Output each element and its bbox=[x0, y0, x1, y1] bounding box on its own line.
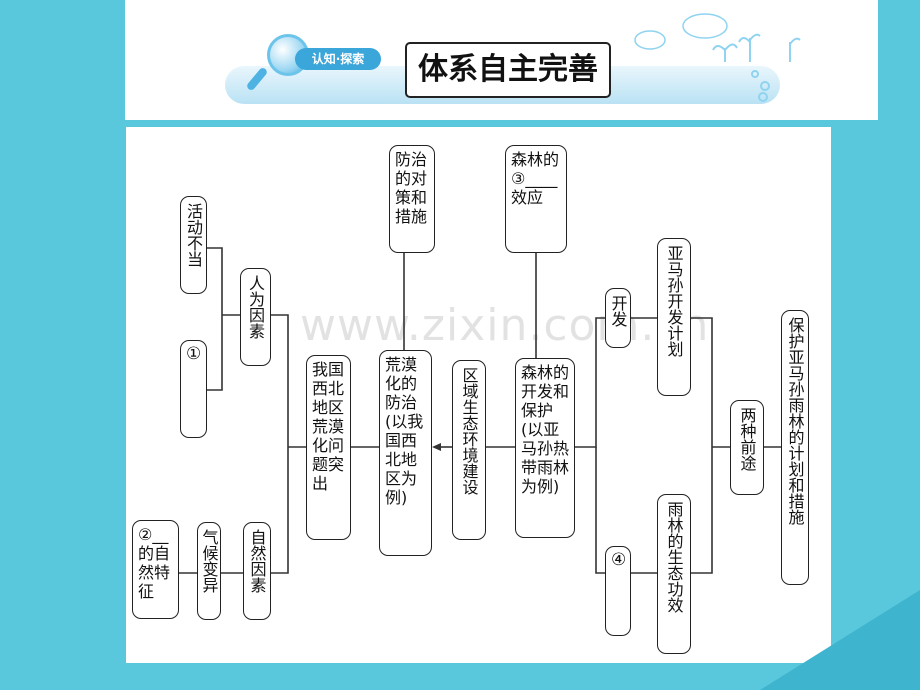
prevention-measures-box: 防治的对策和措施 bbox=[389, 145, 435, 253]
regional-box: 区域生态环境建设 bbox=[452, 360, 486, 540]
watermark: www.zixin.com.cn bbox=[300, 300, 710, 351]
amazon-plan-box: 亚马孙开发计划 bbox=[657, 238, 691, 396]
human-factors-box: 人为因素 bbox=[240, 268, 271, 366]
section-chip: 认知·探索 bbox=[295, 48, 381, 70]
protect-box: 保护亚马孙雨林的计划和措施 bbox=[781, 310, 809, 585]
blank-4-box: ④ bbox=[605, 546, 631, 636]
header-banner: 认知·探索 体系自主完善 bbox=[125, 0, 878, 120]
natural-factors-box: 自然因素 bbox=[243, 522, 271, 620]
two-ways-box: 两种前途 bbox=[730, 400, 764, 495]
desertification-box: 荒漠化的防治(以我国西北地区为例) bbox=[379, 350, 432, 556]
forest-effect-box: 森林的 ③____ 效应 bbox=[505, 145, 567, 253]
eco-function-box: 雨林的生态功效 bbox=[657, 494, 691, 654]
activity-box: 活动不当 bbox=[180, 196, 207, 294]
page-title: 体系自主完善 bbox=[405, 42, 611, 98]
clouds-sprouts-icon bbox=[634, 13, 801, 102]
climate-box: 气候变异 bbox=[197, 522, 221, 620]
forest-dev-box: 森林的开发和保护(以亚马孙热带雨林为例) bbox=[515, 358, 575, 538]
develop-box: 开发 bbox=[605, 288, 631, 348]
blank-2-box: ②__的自然特征 bbox=[132, 520, 179, 619]
blank-1-box: ① bbox=[180, 340, 207, 438]
nw-problem-box: 我国西北地区荒漠化问题突出 bbox=[306, 355, 351, 540]
